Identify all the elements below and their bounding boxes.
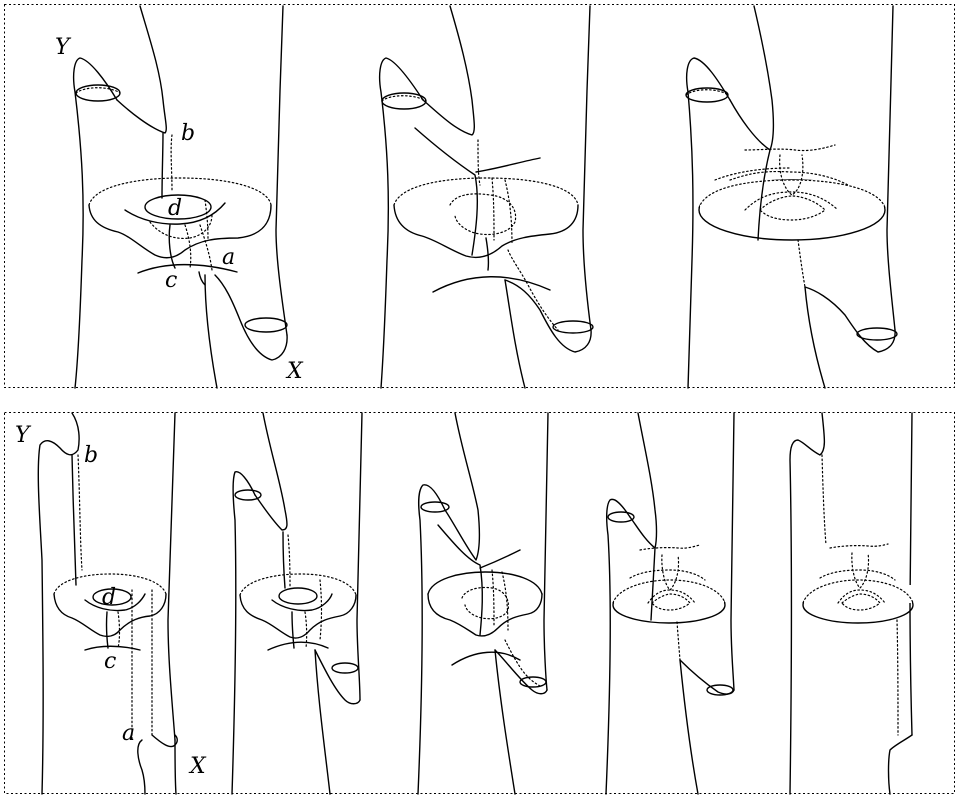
label-Y-bottom: Y <box>15 423 32 448</box>
bottom-stage-5 <box>790 413 913 794</box>
label-b-top: b <box>181 121 195 146</box>
label-a-bottom: a <box>122 721 135 746</box>
bottom-stage-3 <box>418 413 548 794</box>
top-stage-2 <box>380 6 593 388</box>
bottom-stage-1: Y b d c a X <box>15 413 207 794</box>
label-a-top: a <box>222 245 235 270</box>
top-panel: Y b d a c X <box>5 5 955 389</box>
label-d-bottom: d <box>102 585 116 610</box>
top-stage-3 <box>686 6 897 388</box>
label-b-bottom: b <box>84 443 98 468</box>
bottom-stage-2 <box>232 413 362 794</box>
label-d-top: d <box>168 196 182 221</box>
label-X-top: X <box>285 359 304 384</box>
label-c-top: c <box>165 268 177 293</box>
bottom-panel: Y b d c a X <box>5 413 955 795</box>
label-X-bottom: X <box>188 754 207 779</box>
bottom-stage-4 <box>606 413 734 794</box>
top-stage-1: Y b d a c X <box>55 6 304 388</box>
label-Y-top: Y <box>55 35 72 60</box>
label-c-bottom: c <box>104 649 116 674</box>
